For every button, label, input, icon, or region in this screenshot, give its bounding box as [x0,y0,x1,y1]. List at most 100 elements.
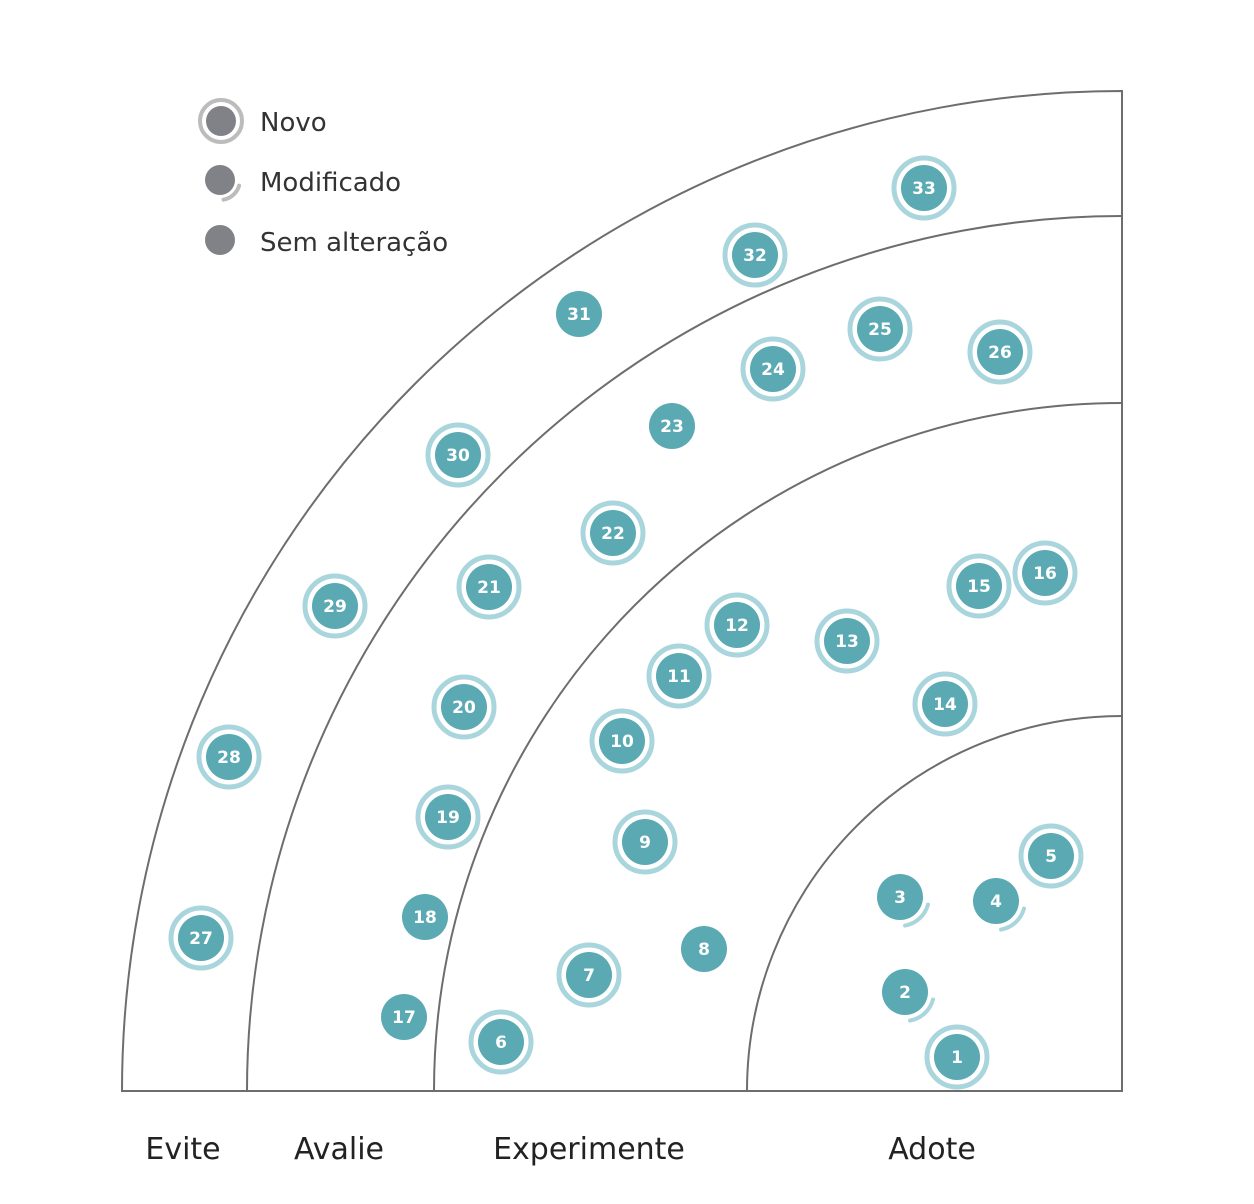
new-ring-icon [580,500,646,566]
blip-number: 4 [990,892,1002,912]
blip-dot [441,684,487,730]
blip-number: 24 [761,360,785,380]
blip-dot [622,819,668,865]
new-ring-icon [196,724,262,790]
legend-modified: Modificado [205,165,401,202]
blip-number: 27 [189,929,213,949]
blip-number: 19 [436,808,460,828]
legend: Novo Modificado Sem alteração [198,98,448,258]
blip-dot [566,952,612,998]
arc-hold [120,89,1123,1092]
blip-7: 7 [556,942,622,1008]
blip-dot [466,564,512,610]
new-ring-icon [425,422,491,488]
blip-dot [882,969,928,1015]
blip-20: 20 [431,674,497,740]
blip-32: 32 [722,222,788,288]
new-ring-icon [847,296,913,362]
blip-2: 2 [882,969,936,1023]
new-ring-icon [556,942,622,1008]
blip-dot [649,403,695,449]
blip-number: 14 [933,695,957,715]
new-ring-icon [814,608,880,674]
blip-dot [435,432,481,478]
ring-label-trial: Experimente [493,1132,685,1167]
blip-number: 29 [323,597,347,617]
blip-dot [425,794,471,840]
blip-number: 10 [610,732,634,752]
new-ring-icon [912,671,978,737]
blip-dot [973,878,1019,924]
blip-number: 13 [835,632,859,652]
blip-17: 17 [381,994,427,1040]
arc-trial [433,402,1123,1092]
blip-23: 23 [649,403,695,449]
new-ring-icon [967,319,1033,385]
new-ring-icon [722,222,788,288]
blip-number: 15 [967,577,991,597]
blip-13: 13 [814,608,880,674]
blip-15: 15 [946,553,1012,619]
blip-number: 18 [413,908,437,928]
blip-19: 19 [415,784,481,850]
blip-dot [922,681,968,727]
blip-number: 7 [583,966,595,986]
blip-33: 33 [891,155,957,221]
blip-9: 9 [612,809,678,875]
ring-label-assess: Avalie [294,1132,384,1167]
blip-8: 8 [681,926,727,972]
blip-dot [206,734,252,780]
legend-modified-label: Modificado [260,168,401,198]
new-ring-icon [924,1024,990,1090]
blip-dot [750,346,796,392]
legend-new-label: Novo [260,108,327,138]
blip-11: 11 [646,643,712,709]
blip-dot [1022,550,1068,596]
modified-arc-icon [999,906,1027,932]
blip-number: 5 [1045,847,1057,867]
new-ring-icon [168,905,234,971]
modified-arc-icon [903,902,931,928]
blip-number: 12 [725,616,749,636]
new-ring-icon [891,155,957,221]
blip-number: 33 [912,179,936,199]
legend-dot [205,165,235,195]
blip-18: 18 [402,894,448,940]
blip-dot [934,1034,980,1080]
new-ring-icon [431,674,497,740]
blip-number: 9 [639,833,651,853]
blip-dot [312,583,358,629]
blip-number: 3 [894,888,906,908]
new-ring-icon [646,643,712,709]
ring-label-adopt: Adote [888,1132,976,1167]
new-ring-icon [456,554,522,620]
blip-dot [877,874,923,920]
new-ring-icon [740,336,806,402]
new-ring-icon [1018,823,1084,889]
blip-dot [714,602,760,648]
blip-22: 22 [580,500,646,566]
blip-24: 24 [740,336,806,402]
legend-unchanged-label: Sem alteração [260,228,448,258]
ring-label-hold: Evite [145,1132,220,1167]
blip-6: 6 [468,1009,534,1075]
blip-16: 16 [1012,540,1078,606]
blip-number: 21 [477,578,501,598]
blip-14: 14 [912,671,978,737]
arc-assess [246,215,1123,1092]
blip-27: 27 [168,905,234,971]
blip-5: 5 [1018,823,1084,889]
blip-number: 25 [868,320,892,340]
blip-number: 26 [988,343,1012,363]
blip-4: 4 [973,878,1027,932]
blip-dot [956,563,1002,609]
blip-dot [590,510,636,556]
blip-dot [402,894,448,940]
new-ring-icon [704,592,770,658]
arc-adopt [746,715,1123,1092]
blip-number: 28 [217,748,241,768]
blip-21: 21 [456,554,522,620]
new-ring-icon [946,553,1012,619]
